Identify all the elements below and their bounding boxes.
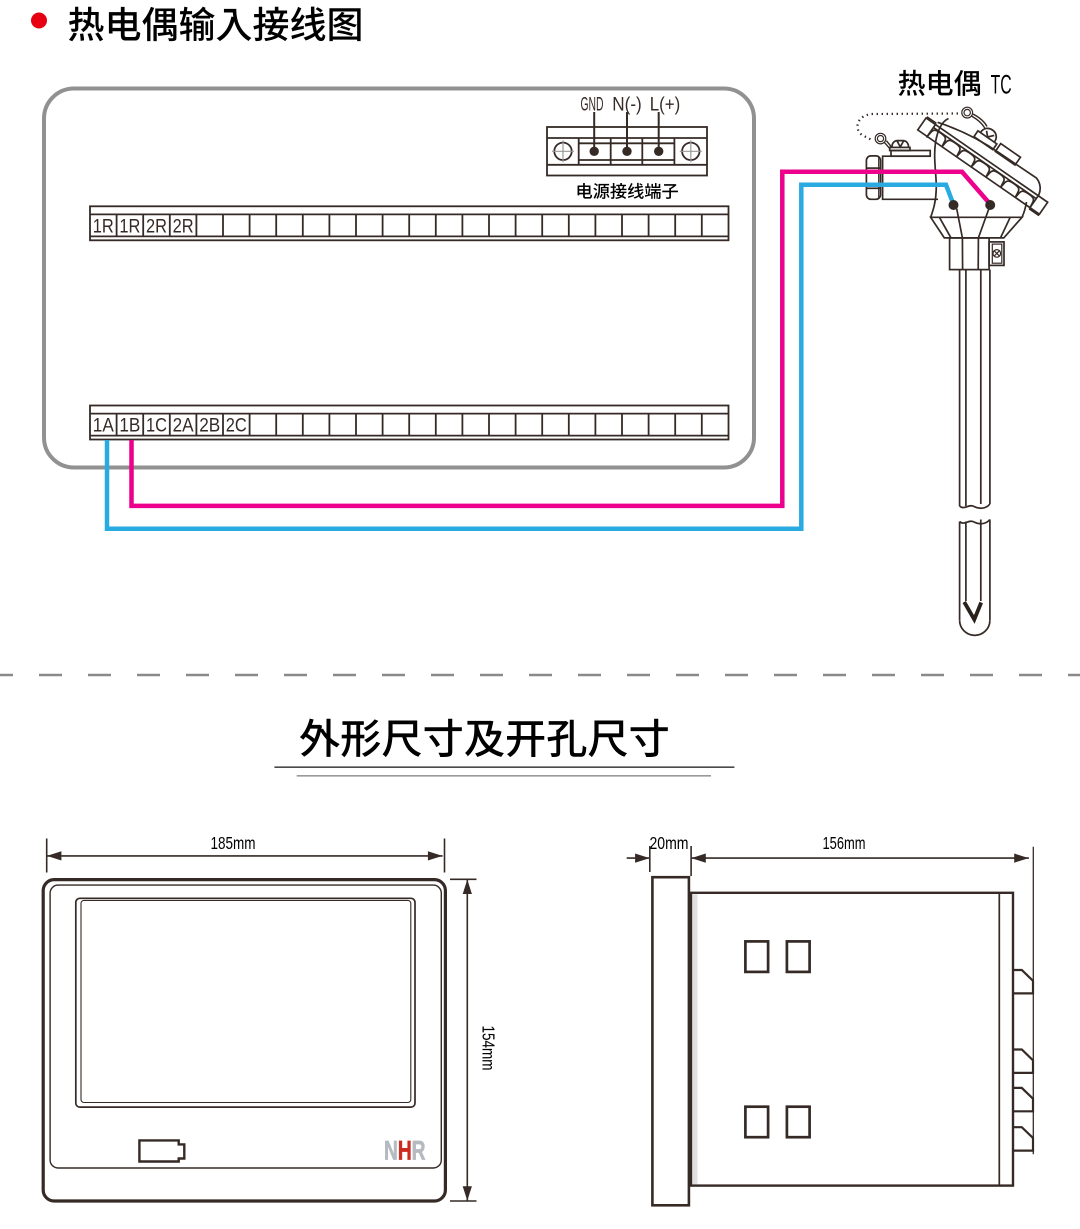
- svg-text:2A: 2A: [173, 416, 194, 437]
- svg-text:1B: 1B: [119, 416, 140, 437]
- svg-text:N(-): N(-): [612, 94, 642, 116]
- svg-text:20mm: 20mm: [650, 833, 689, 853]
- svg-text:GND: GND: [581, 94, 604, 116]
- svg-text:1R: 1R: [119, 217, 140, 238]
- svg-text:2R: 2R: [173, 217, 194, 238]
- svg-text:2C: 2C: [226, 416, 247, 437]
- svg-text:2B: 2B: [199, 416, 220, 437]
- svg-text:1C: 1C: [146, 416, 167, 437]
- svg-text:1A: 1A: [93, 416, 114, 437]
- svg-text:TC: TC: [991, 70, 1012, 100]
- svg-text:185mm: 185mm: [211, 833, 256, 853]
- svg-text:1R: 1R: [93, 217, 114, 238]
- svg-text:NHR: NHR: [384, 1136, 426, 1166]
- svg-text:156mm: 156mm: [823, 833, 866, 853]
- svg-text:L(+): L(+): [650, 94, 681, 116]
- svg-text:154mm: 154mm: [479, 1026, 499, 1071]
- svg-text:2R: 2R: [146, 217, 167, 238]
